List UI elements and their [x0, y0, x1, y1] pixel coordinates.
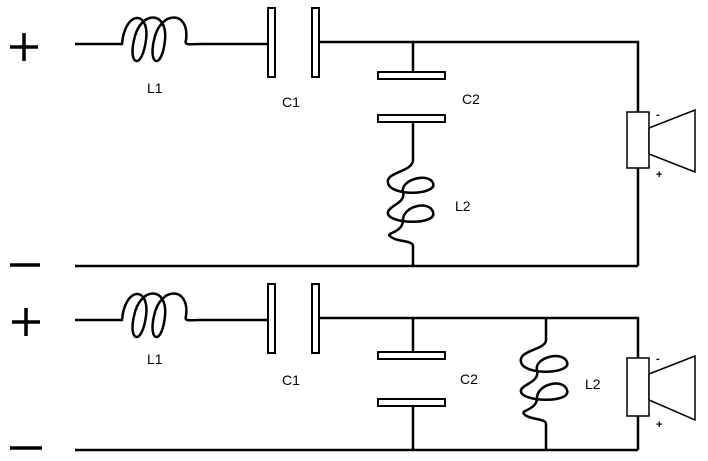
capacitor-c2-plate-upper-bottom: [377, 351, 446, 360]
plus-terminal-bottom: [12, 308, 40, 336]
capacitor-c1-plate-left-bottom: [267, 283, 276, 354]
inductor-l2-top: [386, 158, 435, 248]
speaker-neg-label-bottom: -: [656, 353, 660, 365]
label-c2-bottom: C2: [460, 371, 478, 387]
label-l1-top: L1: [147, 80, 163, 96]
plus-terminal-top: [10, 33, 38, 61]
capacitor-c2-plate-lower-bottom: [377, 398, 446, 407]
capacitor-c2-plate-upper-top: [377, 71, 446, 80]
circuit-top: - + L1 C1 C2 L2: [10, 7, 696, 268]
capacitor-c2-plate-lower-top: [377, 114, 446, 123]
label-c1-top: C1: [282, 94, 300, 110]
circuit-bottom: - + L1 C1 C2 L2: [10, 283, 696, 452]
capacitor-c1-plate-right-top: [311, 7, 320, 78]
capacitor-c1-plate-right-bottom: [311, 283, 320, 354]
speaker-magnet-top: [626, 111, 650, 169]
capacitor-c1-plate-left-top: [267, 7, 276, 78]
label-l2-top: L2: [455, 198, 471, 214]
speaker-pos-label-bottom: +: [656, 419, 662, 431]
speaker-cone-bottom: [648, 354, 696, 422]
label-c1-bottom: C1: [282, 372, 300, 388]
label-l1-bottom: L1: [147, 351, 163, 367]
speaker-cone-top: [648, 108, 696, 174]
inductor-l2-bottom: [519, 338, 569, 426]
speaker-pos-label-top: +: [656, 169, 662, 181]
wire-c1-out-top: [319, 40, 640, 112]
label-c2-top: C2: [462, 91, 480, 107]
inductor-l1-top: [120, 16, 202, 63]
speaker-magnet-bottom: [626, 357, 650, 417]
inductor-l1-bottom: [120, 292, 202, 339]
speaker-neg-label-top: -: [656, 109, 660, 121]
label-l2-bottom: L2: [585, 376, 601, 392]
wire-c1-out-bottom: [319, 316, 640, 358]
